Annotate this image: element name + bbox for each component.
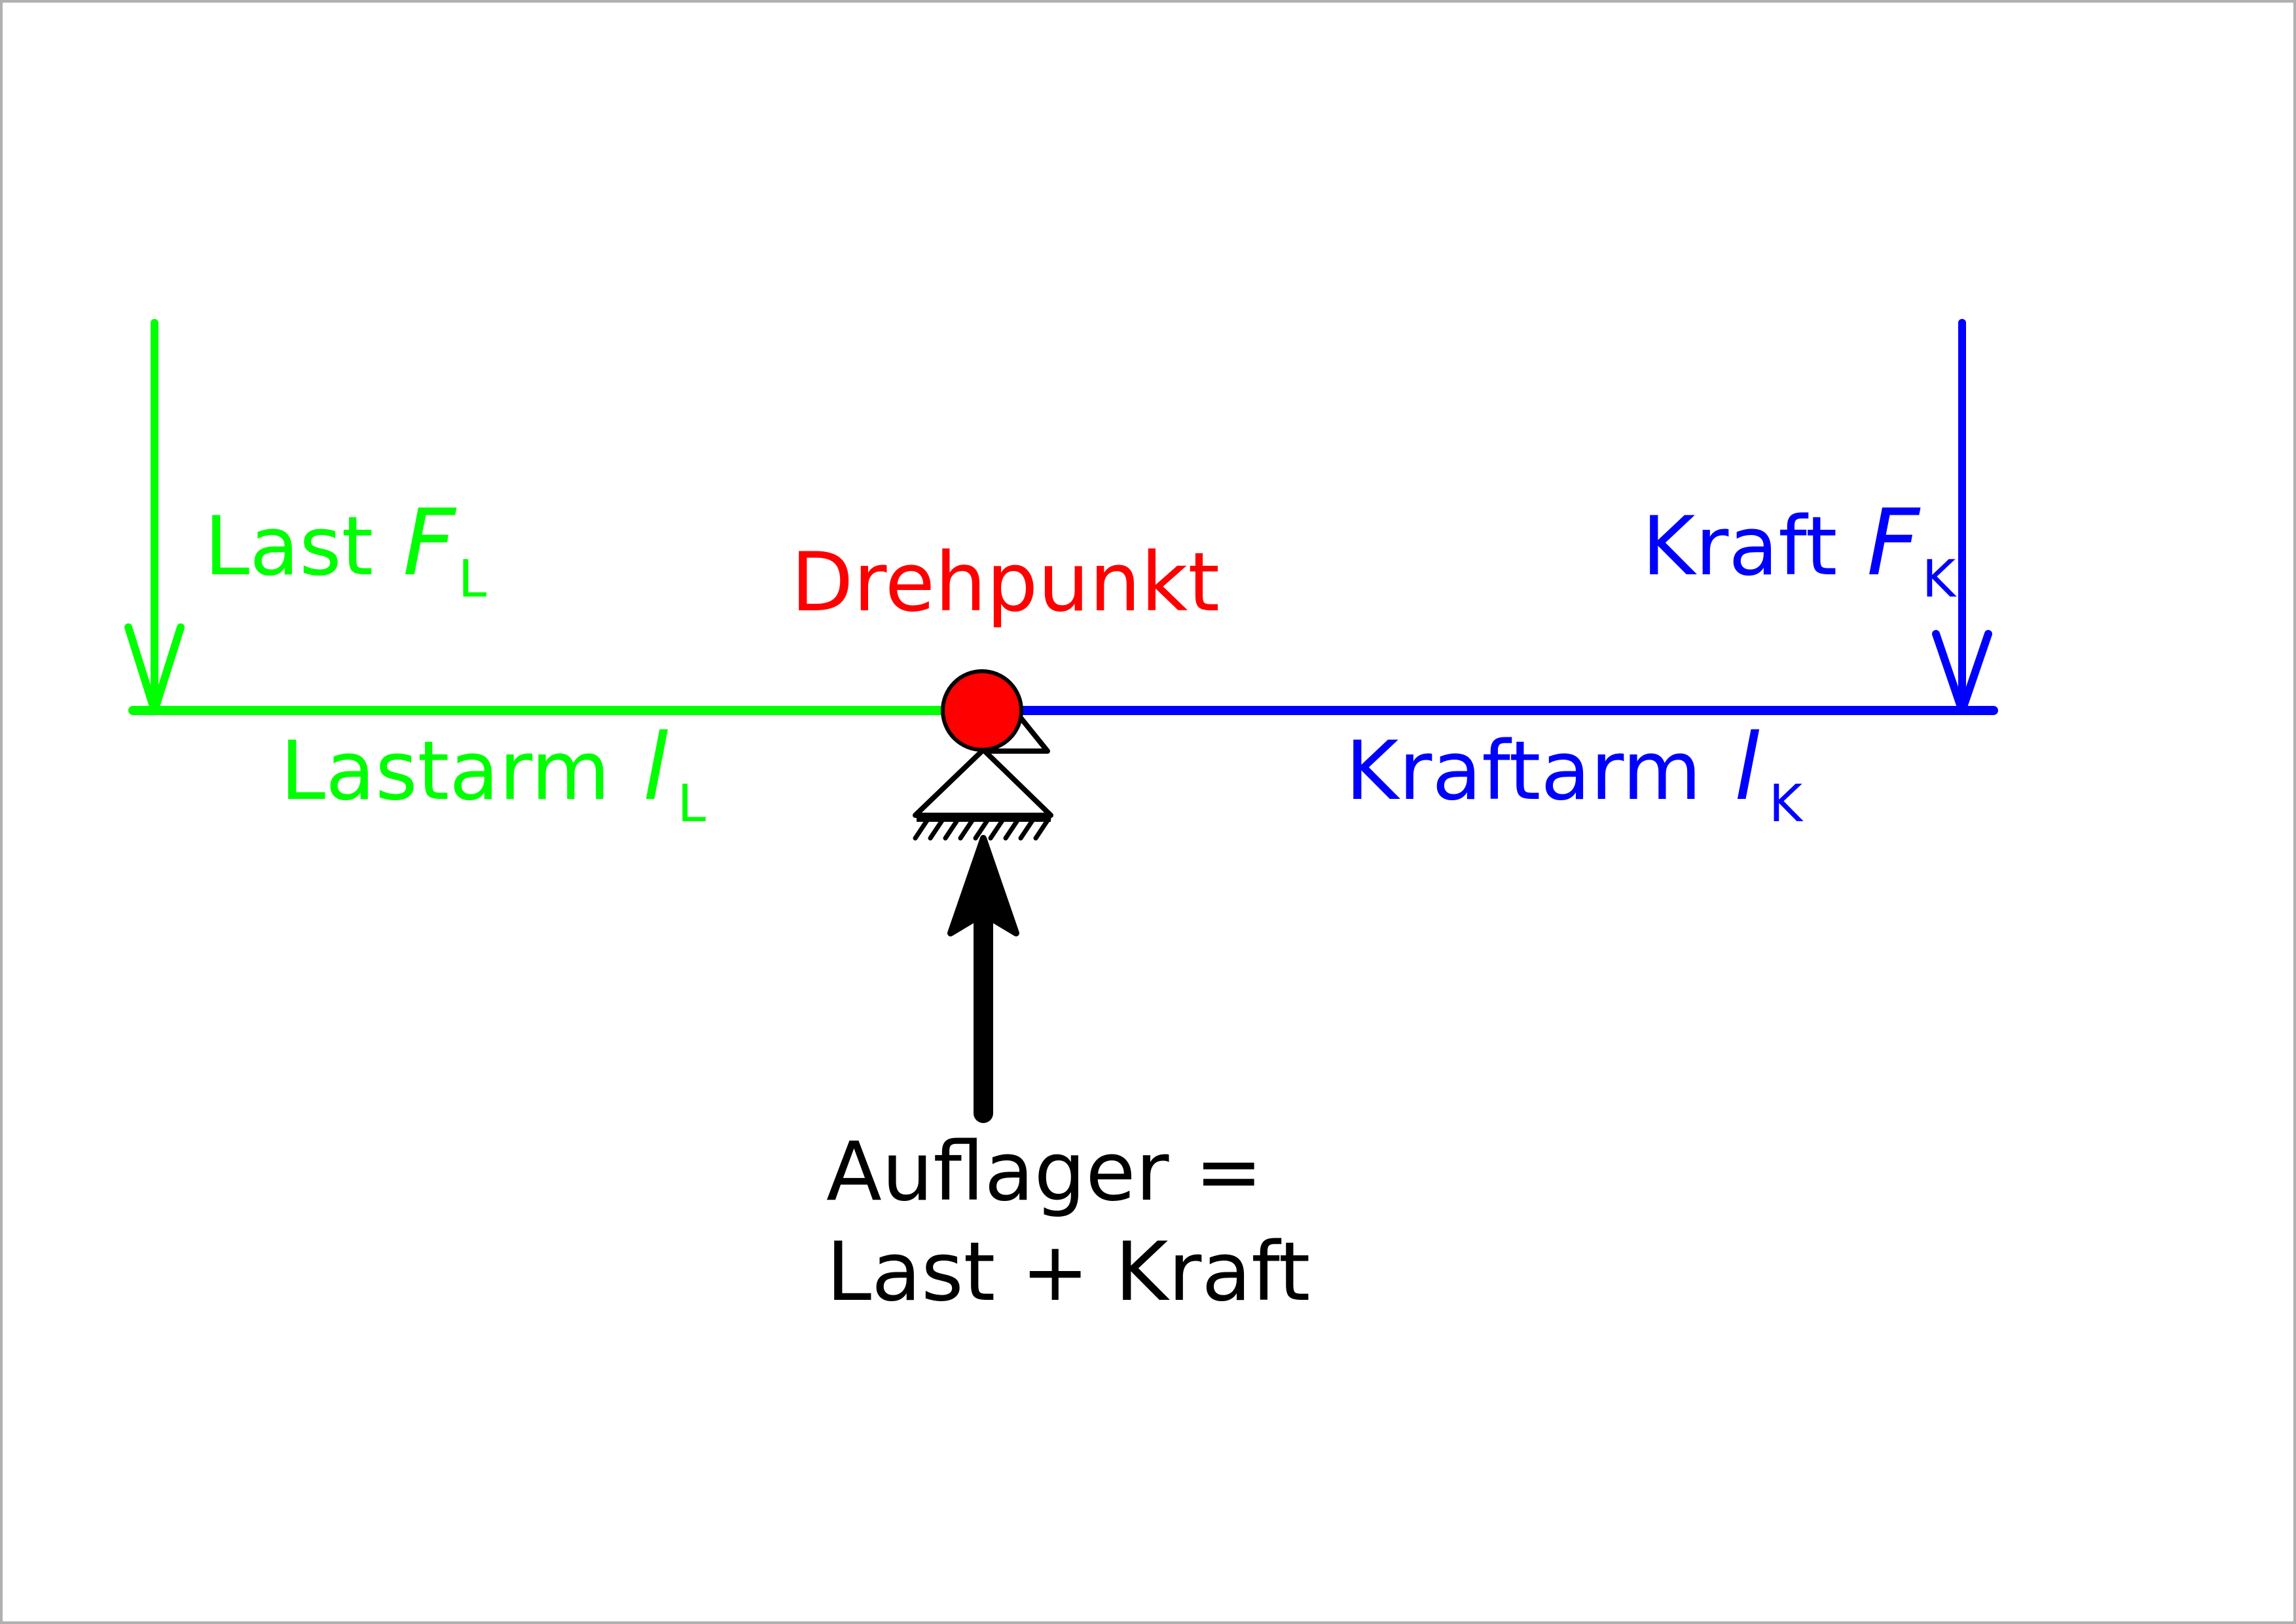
load-arm-label-subscript: L xyxy=(678,775,706,834)
force-label-subscript: K xyxy=(1922,550,1957,609)
force-arm-label-text: Kraftarm xyxy=(1345,724,1702,819)
load-arm-label-symbol: l xyxy=(643,714,668,821)
force-label-symbol: F xyxy=(1867,490,1921,597)
load-label-text: Last xyxy=(204,500,373,594)
load-arrow xyxy=(124,319,185,714)
support-reaction-arrow xyxy=(947,835,1019,1123)
load-label-subscript: L xyxy=(458,550,487,609)
pivot-label: Drehpunkt xyxy=(791,536,1220,630)
support-triangle-main xyxy=(913,747,1053,818)
load-label: Last FL xyxy=(204,490,487,609)
support-label-line1: Auflager = xyxy=(826,1125,1263,1219)
pivot-point xyxy=(941,669,1023,752)
force-label: Kraft FK xyxy=(1642,490,1957,609)
support-hatching xyxy=(913,816,1051,841)
force-arm-label-symbol: l xyxy=(1734,714,1760,821)
force-label-text: Kraft xyxy=(1642,500,1837,594)
load-arm-label-text: Lastarm xyxy=(280,724,610,819)
support-label-line2: Last + Kraft xyxy=(826,1225,1310,1320)
force-arm-label-subscript: K xyxy=(1769,775,1804,834)
load-label-symbol: F xyxy=(403,490,457,597)
force-arrow xyxy=(1932,319,1992,714)
